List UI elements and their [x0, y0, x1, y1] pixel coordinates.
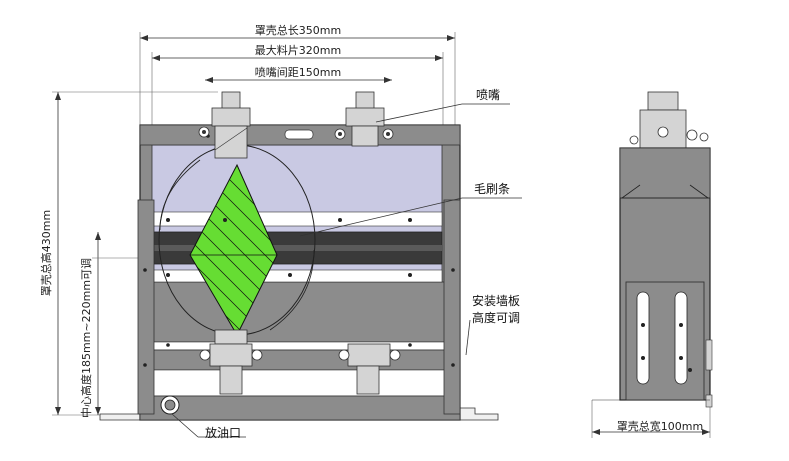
- right-wall-plate: [443, 199, 461, 415]
- callout-wall-plate-line2: 高度可调: [472, 310, 520, 325]
- top-nozzle-right: [334, 91, 394, 147]
- callout-drain: 放油口: [205, 425, 241, 440]
- callout-brush: 毛刷条: [474, 182, 510, 196]
- dim-max-material: 最大料片320mm: [255, 43, 341, 57]
- dim-housing-length: 罩壳总长350mm: [255, 23, 341, 37]
- top-nozzle-left: [198, 91, 251, 159]
- dim-housing-height: 罩壳总高430mm: [39, 210, 53, 296]
- bottom-nozzle-left: [199, 329, 263, 395]
- dim-nozzle-spacing: 喷嘴间距150mm: [255, 66, 341, 79]
- front-view: [99, 91, 499, 421]
- left-wall-plate: [137, 199, 155, 415]
- callout-wall-plate-line1: 安装墙板: [472, 293, 520, 308]
- callout-nozzle: 喷嘴: [476, 88, 500, 102]
- bottom-nozzle-right: [338, 343, 401, 395]
- dim-housing-width: 罩壳总宽100mm: [617, 419, 703, 433]
- callouts: 喷嘴 毛刷条 安装墙板 高度可调 放油口: [171, 88, 522, 440]
- right-foot-plate: [454, 407, 499, 421]
- drain-port: [160, 395, 180, 415]
- side-view: [592, 91, 713, 408]
- dim-center-height: 中心高度185mm~220mm可调: [79, 258, 93, 418]
